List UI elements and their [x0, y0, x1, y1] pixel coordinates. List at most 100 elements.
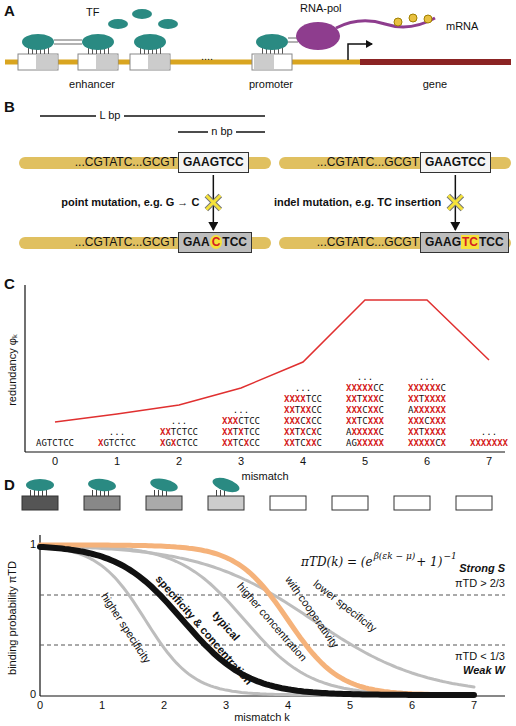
free-tf [108, 9, 178, 29]
sequence-variant: XXTCTCC [160, 427, 198, 438]
text-label: πTD < 1/3 [455, 650, 505, 663]
text-label: promoter [249, 78, 293, 91]
text-label: 0 [37, 699, 43, 712]
site-box [270, 496, 306, 510]
sequence-variant: ... [171, 416, 187, 427]
sequence-variant: ... [481, 427, 497, 438]
sequence-variant: XXXXXXC [408, 383, 446, 394]
sequence-variant: XXXXTCC [284, 394, 322, 405]
tf-shape [149, 476, 179, 494]
text-label: 6 [409, 699, 415, 712]
text-label: ...CGTATC...GCGT [317, 236, 419, 250]
text-label: enhancer [69, 78, 115, 91]
text-label: 1 [30, 538, 36, 551]
site-box [146, 496, 182, 510]
sequence-variant: XXXXXXX [470, 438, 508, 449]
length-bar [40, 115, 265, 117]
sequence-variant: XXTXCXC [284, 427, 322, 438]
text-label: .... [201, 50, 213, 63]
curve-label: binding probability πTD [6, 561, 19, 675]
sequence-variant: ... [295, 383, 311, 394]
x-axis [25, 451, 505, 452]
sequence-variant: XXXCXXX [408, 416, 446, 427]
text-label: 5 [362, 455, 368, 468]
text-label: ...CGTATC...GCGT [317, 156, 419, 170]
text-label: πTD(k) = (e [300, 556, 374, 570]
promoter-site [252, 54, 292, 70]
site-box [394, 496, 430, 510]
panel-letter: A [4, 2, 15, 19]
sequence-text: GAAGTCC [183, 155, 244, 169]
sequence-text: TCC [222, 235, 247, 249]
text-label: 7 [486, 455, 492, 468]
text-label: Strong S [459, 562, 505, 575]
text-label: RNA-pol [300, 2, 342, 15]
text-label: 6 [424, 455, 430, 468]
panel-letter: D [4, 476, 15, 493]
text-label: πTD > 2/3 [455, 577, 505, 590]
text-label: 3 [238, 455, 244, 468]
tf-shape [211, 475, 241, 495]
text-label: −1 [443, 551, 456, 561]
curve-label: redundancy φₖ [6, 334, 19, 406]
site-box [208, 496, 244, 510]
text-label: 4 [285, 699, 291, 712]
enhancer-sites [18, 54, 170, 70]
sequence-variant: XXTCXCC [222, 438, 260, 449]
sequence-variant: AXXXXXC [346, 427, 384, 438]
tss-arrow [348, 44, 372, 60]
text-label: mismatch [241, 470, 288, 483]
text-label: Weak W [463, 664, 505, 677]
rna-polymerase [296, 22, 340, 50]
sequence-variant: XGTCTCC [98, 438, 136, 449]
sequence-box: GAAGTCC [420, 152, 491, 173]
sequence-variant: XXTCXXC [284, 438, 322, 449]
gene-segment [360, 59, 511, 65]
site-box [84, 496, 120, 510]
sequence-variant: XXXXXCX [408, 438, 446, 449]
curve-label: higher specificity [99, 590, 154, 665]
sequence-box: GAAGTCTCC [420, 232, 509, 253]
text-label: n bp [208, 125, 235, 138]
site-box [456, 496, 492, 510]
binding-curves [40, 545, 474, 695]
text-label: 5 [347, 699, 353, 712]
sequence-text: TC [461, 235, 479, 249]
sequence-text: TCC [479, 235, 504, 249]
text-label: β(εk − μ) [374, 551, 416, 561]
sequence-variant: AXXXXXX [408, 405, 446, 416]
sequence-variant: XXTXXXX [408, 394, 446, 405]
text-label: 4 [300, 455, 306, 468]
block-mark [206, 196, 220, 210]
binding-curve [40, 547, 474, 695]
sequence-box: GAACTCC [178, 232, 252, 253]
sequence-text: GAAG [425, 235, 461, 249]
sequence-variant: XXXCTCC [222, 416, 260, 427]
binding-curve [40, 547, 474, 695]
edge-label: indel mutation, e.g. TC insertion [272, 196, 443, 209]
sequence-variant: XXXCXXC [346, 405, 384, 416]
sequence-variant: XXTXXCC [284, 405, 322, 416]
edge-label: point mutation, e.g. G → C [59, 196, 201, 209]
block-mark [448, 196, 462, 210]
sequence-variant: ... [233, 405, 249, 416]
block-mark [448, 196, 462, 210]
text-label: mRNA [446, 20, 478, 33]
sequence-variant: AGTCTCC [36, 438, 74, 449]
block-mark [206, 196, 220, 210]
dna-band [25, 163, 505, 243]
site-box [22, 496, 58, 510]
sequence-variant: XGXCTCC [160, 438, 198, 449]
text-label: ...CGTATC...GCGT [75, 156, 177, 170]
panel-letter: B [4, 98, 15, 115]
sequence-variant: ... [109, 427, 125, 438]
text-label: 7 [471, 699, 477, 712]
text-label: TF [86, 6, 99, 19]
text-label: 1 [114, 455, 120, 468]
y-axis [24, 285, 25, 452]
text-label: 0 [52, 455, 58, 468]
sequence-variant: XXXCXCC [284, 416, 322, 427]
